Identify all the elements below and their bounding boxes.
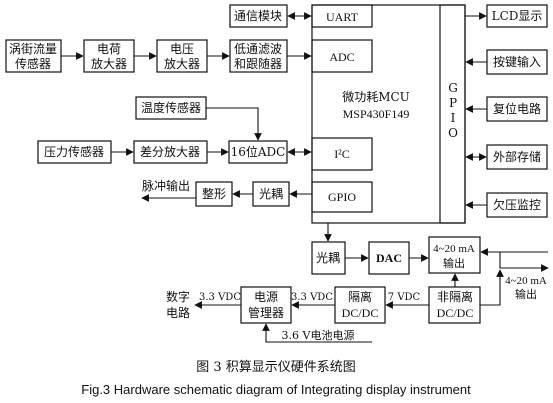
comm-module-label: 通信模块	[234, 9, 282, 23]
lowpass-label-2: 和跟随器	[234, 56, 282, 71]
power-mgr-label-2: 管理器	[248, 305, 284, 320]
ext-storage-block	[486, 144, 548, 170]
gpio-bus-letter-g: G	[448, 81, 458, 95]
gpio-bus-letter-i: I	[451, 111, 456, 125]
arrow-out-b	[499, 252, 549, 272]
gpio-port-label: GPIO	[328, 190, 356, 204]
gpio-bus-module	[439, 4, 466, 224]
eddy-sensor-label-2: 传感器	[15, 56, 51, 71]
v33b-label: 3.3 VDC	[199, 292, 241, 303]
noniso-label-2: DC/DC	[437, 306, 474, 320]
optocoupler-pulse-label: 光耦	[259, 187, 283, 201]
undervoltage-label: 欠压监控	[493, 197, 541, 212]
uart-label: UART	[326, 10, 359, 24]
i2c-label: I²C	[334, 147, 350, 161]
reset-label: 复位电路	[493, 101, 541, 116]
gpio-bus-letter-p: P	[449, 96, 457, 110]
dac-label: DAC	[376, 251, 402, 265]
voltage-amp-label-2: 放大器	[164, 56, 200, 71]
digital-circuit-label-1: 数字	[166, 289, 190, 304]
arrow-battery-mgr	[262, 323, 372, 343]
adc-module	[311, 39, 373, 73]
adc16-label: 16位ADC	[231, 144, 286, 159]
iso-label-1: 隔离	[348, 289, 372, 304]
out-a-label-2: 输出	[443, 256, 465, 270]
arrow-dcdc-out	[480, 269, 504, 306]
shaper-label: 整形	[202, 186, 226, 201]
pressure-sensor-label: 压力传感器	[44, 144, 104, 159]
voltage-amp-label-1: 电压	[170, 42, 194, 56]
out-a-label-1: 4~20 mA	[433, 243, 475, 255]
optocoupler-dac-label: 光耦	[316, 251, 340, 265]
caption-cn: 图 3 积算显示仪硬件系统图	[196, 360, 356, 375]
out-4-20-block-a	[428, 236, 481, 274]
comm-module-block	[229, 4, 288, 28]
lcd-label: LCD显示	[492, 9, 543, 23]
diff-amp-label: 差分放大器	[140, 144, 200, 159]
out-b-label-2: 输出	[515, 287, 537, 301]
battery-label: 3.6 V电池电源	[282, 328, 355, 342]
digital-circuit-label-2: 电路	[166, 305, 190, 320]
noniso-label-1: 非隔离	[437, 289, 473, 304]
v33a-label: 3.3 VDC	[291, 292, 333, 303]
mcu-name-label: 微功耗MCU	[342, 90, 410, 104]
adc-label: ADC	[329, 50, 354, 64]
shaper-block	[195, 181, 233, 207]
lowpass-label-1: 低通滤波	[234, 42, 282, 56]
power-mgr-label-1: 电源	[254, 290, 278, 304]
caption-en: Fig.3 Hardware schematic diagram of Inte…	[81, 382, 471, 397]
pulse-out-label: 脉冲输出	[142, 178, 190, 193]
adc16-block	[228, 140, 288, 164]
out-b-label-1: 4~20 mA	[505, 275, 547, 287]
mcu-part-label: MSP430F149	[343, 107, 410, 121]
charge-amp-label-2: 放大器	[91, 56, 127, 71]
gpio-port-module	[311, 181, 373, 213]
v7-label: 7 VDC	[388, 292, 421, 303]
arrow-temp-adc16	[206, 107, 262, 141]
uart-module	[311, 4, 373, 28]
i2c-module	[311, 137, 373, 171]
gpio-bus-letter-o: O	[448, 126, 458, 140]
lcd-block	[486, 4, 548, 28]
temp-sensor-label: 温度传感器	[141, 100, 201, 115]
iso-label-2: DC/DC	[342, 306, 379, 320]
ext-storage-label: 外部存储	[493, 149, 541, 164]
eddy-sensor-label-1: 涡街流量	[9, 42, 57, 56]
keys-label: 按键输入	[493, 54, 541, 69]
charge-amp-label-1: 电荷	[97, 42, 121, 56]
